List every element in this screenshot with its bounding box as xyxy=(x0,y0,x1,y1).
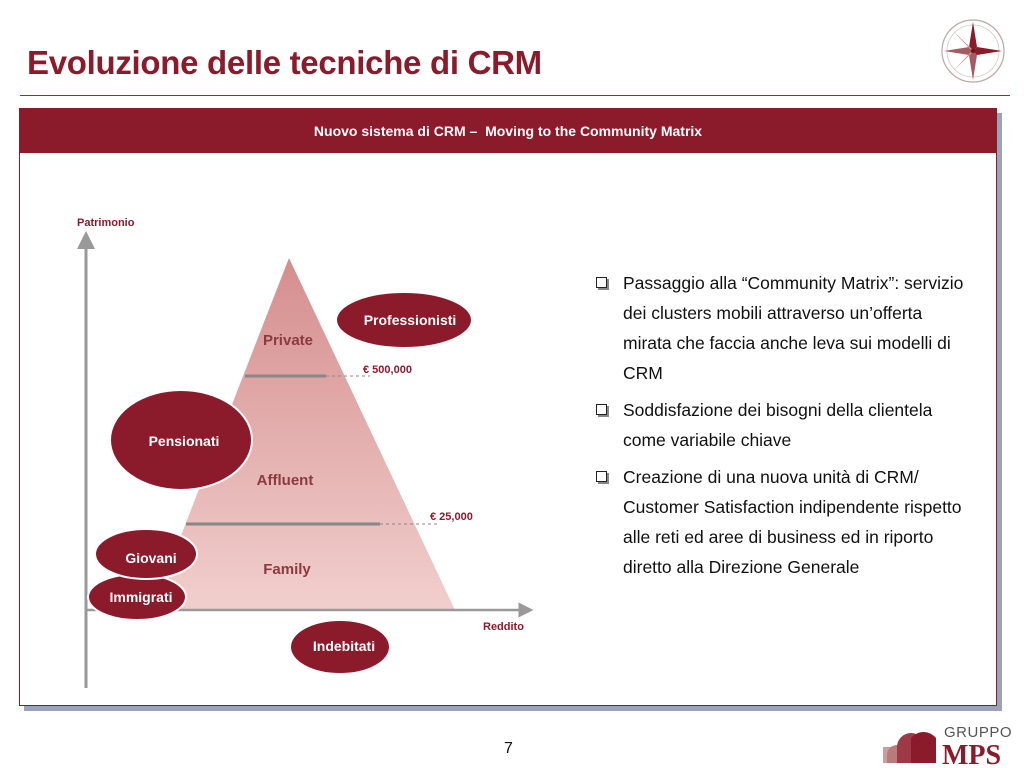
threshold-label-low: € 25,000 xyxy=(430,511,473,523)
segment-label-private: Private xyxy=(263,332,313,349)
cluster-label-professionisti: Professionisti xyxy=(364,312,457,328)
logo-text-mps: MPS xyxy=(942,740,1001,766)
checkbox-bullet-icon xyxy=(596,404,607,415)
checkbox-bullet-icon xyxy=(596,471,607,482)
gruppo-mps-logo: GRUPPO MPS xyxy=(883,724,1012,766)
bullet-text: Soddisfazione dei bisogni della clientel… xyxy=(623,400,933,450)
cluster-label-giovani: Giovani xyxy=(125,550,176,566)
bullet-list: Passaggio alla “Community Matrix”: servi… xyxy=(594,268,974,589)
checkbox-bullet-icon xyxy=(596,277,607,288)
page-number: 7 xyxy=(504,740,513,757)
x-axis-label: Reddito xyxy=(483,621,524,633)
title-divider xyxy=(20,95,1010,96)
cluster-label-pensionati: Pensionati xyxy=(149,433,220,449)
bullet-text: Creazione di una nuova unità di CRM/ Cus… xyxy=(623,467,962,577)
bullet-item: Passaggio alla “Community Matrix”: servi… xyxy=(594,268,974,388)
cluster-professionisti: Professionisti xyxy=(335,291,473,349)
cluster-label-immigrati: Immigrati xyxy=(109,589,172,605)
y-axis-label: Patrimonio xyxy=(77,217,135,229)
compass-rose-icon xyxy=(941,19,1005,83)
bullet-item: Soddisfazione dei bisogni della clientel… xyxy=(594,395,974,455)
wealth-pyramid xyxy=(152,258,455,610)
cluster-giovani: Giovani xyxy=(94,528,198,580)
cluster-immigrati: Immigrati xyxy=(87,573,187,621)
bullet-text: Passaggio alla “Community Matrix”: servi… xyxy=(623,273,964,383)
threshold-label-high: € 500,000 xyxy=(363,364,412,376)
segment-label-affluent: Affluent xyxy=(257,472,314,489)
cluster-indebitati: Indebitati xyxy=(289,619,391,675)
panel-header: Nuovo sistema di CRM – Moving to the Com… xyxy=(20,109,996,153)
segment-label-family: Family xyxy=(263,561,311,578)
cluster-label-indebitati: Indebitati xyxy=(313,638,375,654)
slide-title: Evoluzione delle tecniche di CRM xyxy=(27,44,542,81)
bullet-item: Creazione di una nuova unità di CRM/ Cus… xyxy=(594,462,974,582)
logo-text-gruppo: GRUPPO xyxy=(944,724,1012,741)
cluster-pensionati: Pensionati xyxy=(109,389,253,491)
